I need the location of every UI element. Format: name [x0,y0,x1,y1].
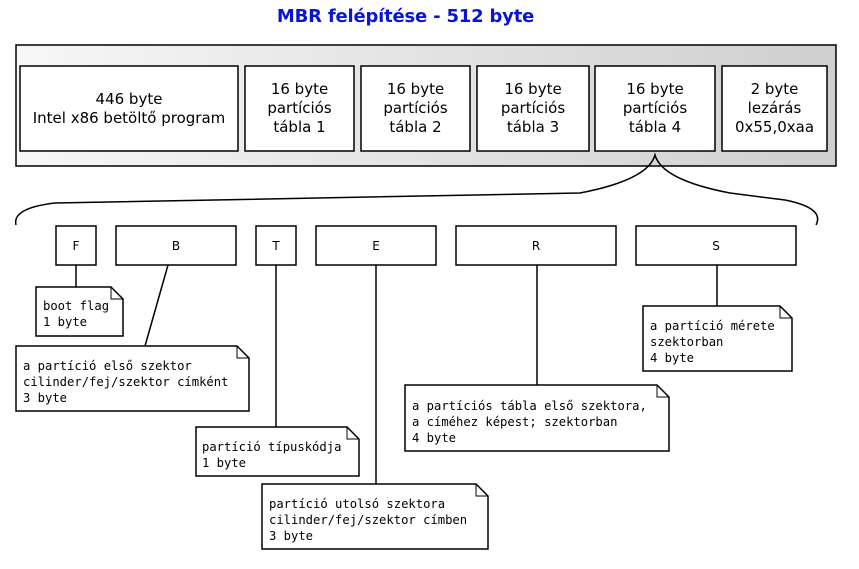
segment-partition-table-3-label: 16 byte partíciós tábla 3 [500,80,566,136]
segment-partition-table-2-label: 16 byte partíciós tábla 2 [383,80,448,136]
note-first-sector-chs [15,345,250,412]
field-box-e [315,225,437,266]
diagram-title: MBR felépítése - 512 byte [276,6,535,27]
note-partition-size-text: a partíció mérete szektorban 4 byte [650,319,775,365]
segment-partition-table-1 [244,65,355,152]
segment-signature [721,65,828,152]
note-partition-type-text: partíció típuskódja 1 byte [202,440,342,470]
field-box-s [635,225,797,266]
note-boot-flag [35,286,124,337]
segment-signature-label: 2 byte lezárás 0x55,0xaa [734,80,815,136]
note-boot-flag-text: boot flag 1 byte [43,299,110,329]
note-partition-size [642,305,793,372]
segment-partition-table-4-label: 16 byte partíciós tábla 4 [622,80,688,136]
field-box-r [455,225,617,266]
note-last-sector-chs [261,483,489,550]
field-label-r: R [531,238,541,253]
segment-boot-code [19,65,239,152]
field-box-f [55,225,97,266]
field-label-t: T [272,238,280,253]
note-first-sector-chs-text: a partíció első szektor cilinder/fej/sze… [23,359,229,405]
expansion-brace [14,152,819,226]
field-label-s: S [712,238,720,253]
note-relative-sector-text: a partíciós tábla első szektora, a címéh… [412,399,647,445]
field-label-f: F [72,238,80,253]
connector-b [144,264,169,347]
segment-partition-table-1-label: 16 byte partíciós tábla 1 [267,80,332,136]
note-last-sector-chs-text: partíció utolsó szektora cilinder/fej/sz… [269,497,468,543]
field-label-e: E [372,238,380,253]
field-box-b [115,225,237,266]
note-partition-type [195,426,360,477]
segment-partition-table-4 [594,65,716,152]
segment-partition-table-2 [360,65,471,152]
segment-boot-code-label: 446 byte Intel x86 betöltő program [32,89,226,127]
note-relative-sector [404,384,670,452]
segment-partition-table-3 [476,65,590,152]
field-label-b: B [171,238,181,253]
